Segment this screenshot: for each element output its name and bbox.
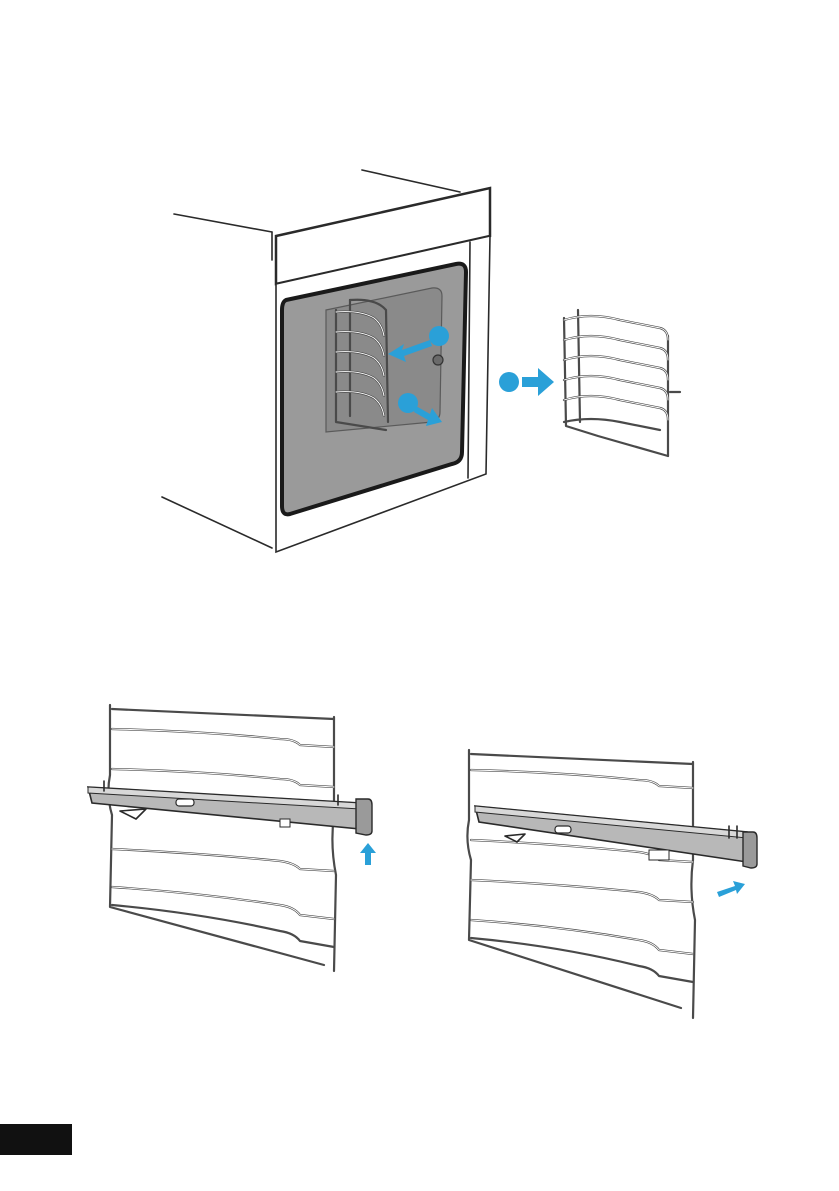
rail-attach-drawing xyxy=(80,695,380,975)
shelf-support-removed xyxy=(564,310,680,456)
rail-end-cap-b xyxy=(743,832,757,868)
telescopic-rail-b xyxy=(475,806,757,868)
arrow-take-out xyxy=(522,368,554,396)
telescopic-rail-a xyxy=(88,781,372,835)
oven-illustration xyxy=(150,160,710,560)
arrow-push-in xyxy=(717,881,745,897)
shelf-support-frame-a xyxy=(108,705,336,971)
arrow-up xyxy=(360,843,376,865)
oven-drawing xyxy=(150,160,710,560)
cabinet-line-bottom xyxy=(162,497,272,548)
shelf-support-frame-b xyxy=(467,750,695,1018)
marker-3 xyxy=(499,372,519,392)
rail-end-cap xyxy=(356,799,372,835)
page-number-tab xyxy=(0,1124,72,1155)
rail-slot-icon xyxy=(176,799,194,806)
rail-slot-icon-b xyxy=(555,826,571,833)
oven-rear-wall xyxy=(326,288,442,432)
fixing-screw-icon xyxy=(433,355,443,365)
cabinet-line-top-right xyxy=(362,170,460,192)
rail-attach-illustration xyxy=(80,695,380,975)
cabinet-line-top-left xyxy=(174,214,272,232)
marker-1 xyxy=(429,326,449,346)
rail-push-drawing xyxy=(455,740,775,1025)
rail-push-illustration xyxy=(455,740,775,1025)
